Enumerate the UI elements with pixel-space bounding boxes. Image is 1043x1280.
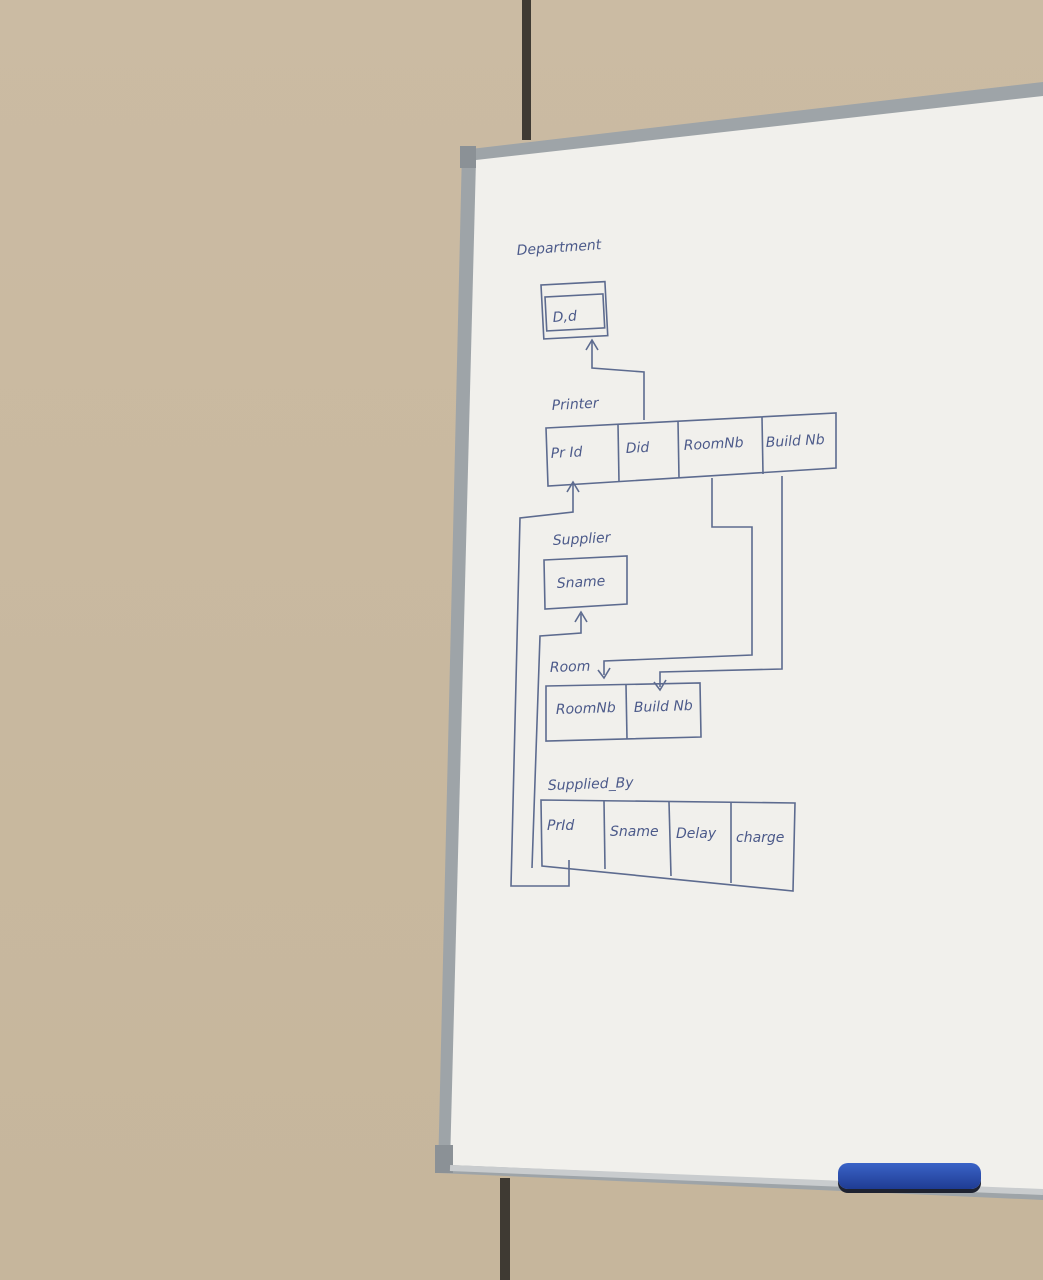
- fk-arrow: [603, 478, 753, 675]
- entity-supplied-by-box: [540, 799, 796, 892]
- supplier-col-0: Sname: [556, 573, 605, 592]
- fk-arrow-head: [585, 338, 599, 351]
- printer-divider: [761, 416, 764, 475]
- supplied-by-col-3: charge: [736, 830, 784, 846]
- fk-arrow: [531, 614, 582, 869]
- fk-arrow: [591, 341, 645, 420]
- supplied-by-col-0: PrId: [547, 818, 574, 834]
- printer-col-2: RoomNb: [683, 435, 744, 454]
- department-col-0: D,d: [552, 308, 577, 326]
- room-col-0: RoomNb: [556, 700, 616, 718]
- printer-divider: [677, 420, 680, 479]
- supplied-by-divider: [603, 800, 606, 870]
- supplied-by-col-2: Delay: [676, 826, 717, 842]
- entity-department-cell: [544, 293, 606, 332]
- entity-department-box: [540, 280, 609, 340]
- whiteboard-surface: [450, 96, 1043, 1190]
- printer-col-0: Pr Id: [550, 444, 583, 462]
- fk-arrow: [510, 484, 574, 887]
- room-col-1: Build Nb: [634, 698, 694, 716]
- frame-corner: [435, 1145, 453, 1173]
- room-divider: [625, 684, 628, 740]
- printer-divider: [617, 423, 620, 483]
- printer-col-3: Build Nb: [765, 432, 825, 451]
- printer-col-1: Did: [625, 440, 649, 457]
- fk-arrow-head: [574, 610, 588, 623]
- entity-room-box: [545, 682, 702, 742]
- entity-department-name: Department: [516, 237, 602, 259]
- fk-arrow: [659, 476, 783, 687]
- supplied-by-col-1: Sname: [610, 824, 659, 840]
- wall-seam: [522, 0, 531, 140]
- fk-arrow-head: [597, 667, 611, 680]
- entity-printer-name: Printer: [551, 396, 600, 414]
- entity-supplied-by-name: Supplied_By: [548, 775, 635, 794]
- entity-supplier-name: Supplier: [552, 530, 612, 549]
- entity-printer-box: [545, 412, 837, 487]
- entity-room-name: Room: [550, 659, 591, 676]
- entity-supplier-box: [543, 555, 628, 610]
- wall-seam: [500, 1178, 510, 1280]
- frame-corner: [460, 146, 476, 168]
- fk-arrow-head: [566, 480, 580, 493]
- supplied-by-divider: [668, 801, 672, 877]
- whiteboard-eraser: [838, 1163, 981, 1189]
